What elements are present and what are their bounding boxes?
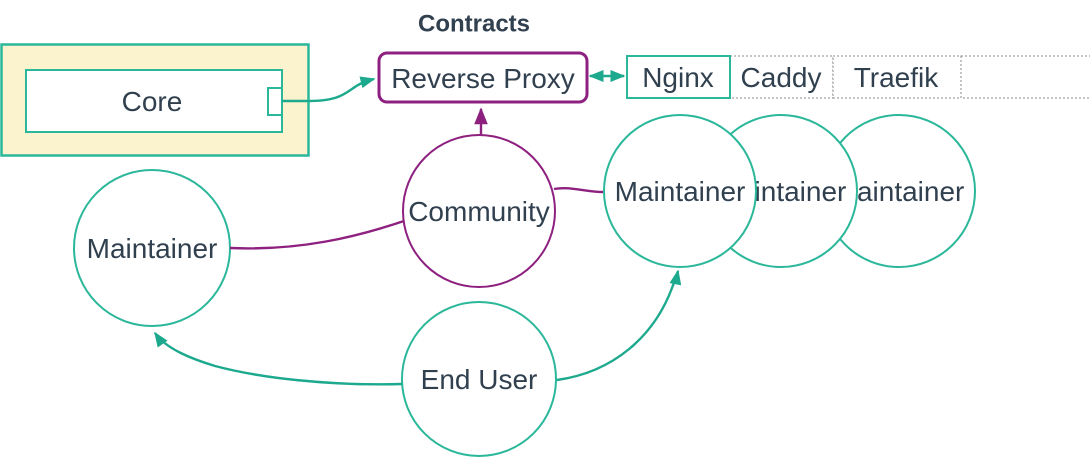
community-circle bbox=[402, 134, 556, 288]
table-cell-nginx-label: Nginx bbox=[642, 62, 714, 93]
reverse-proxy-node: Reverse Proxy bbox=[377, 51, 589, 104]
community-node: Community bbox=[402, 134, 556, 288]
maintainer-left-label: Maintainer bbox=[87, 233, 218, 264]
table-cell-nginx bbox=[626, 55, 731, 99]
table-cell-caddy-label: Caddy bbox=[741, 62, 822, 93]
reverse-proxy-box bbox=[377, 51, 589, 104]
core-port bbox=[267, 87, 283, 116]
end-user-node: End User bbox=[401, 301, 557, 457]
proxy-table-row: Nginx Caddy Traefik bbox=[626, 55, 1090, 99]
edge-core-to-reverse-proxy bbox=[282, 76, 376, 103]
end-user-circle bbox=[401, 301, 557, 457]
maintainer-left-node: Maintainer bbox=[73, 169, 231, 327]
core-node-label: Core bbox=[122, 86, 183, 117]
edge-end-user-to-maintainer-right bbox=[556, 269, 682, 382]
edge-maintainer-left-community bbox=[229, 219, 405, 250]
table-cell-traefik bbox=[832, 55, 962, 99]
edge-community-maintainer-right bbox=[553, 187, 604, 194]
end-user-label: End User bbox=[421, 364, 538, 395]
maintainer-right-1-circle bbox=[603, 114, 757, 268]
maintainer-right-group: Maintainer Maintainer Maintainer bbox=[603, 114, 976, 268]
edge-end-user-to-maintainer-left bbox=[154, 331, 403, 386]
table-cell-empty bbox=[960, 55, 1090, 99]
core-node-box bbox=[25, 69, 283, 133]
community-label: Community bbox=[408, 196, 550, 227]
maintainer-right-1-label: Maintainer bbox=[615, 176, 746, 207]
reverse-proxy-label: Reverse Proxy bbox=[391, 63, 575, 94]
diagram-title: Contracts bbox=[418, 10, 530, 37]
core-container-node: Core bbox=[0, 43, 310, 157]
table-cell-traefik-label: Traefik bbox=[854, 62, 940, 93]
table-cell-caddy bbox=[729, 55, 834, 99]
edges-layer bbox=[154, 70, 682, 386]
